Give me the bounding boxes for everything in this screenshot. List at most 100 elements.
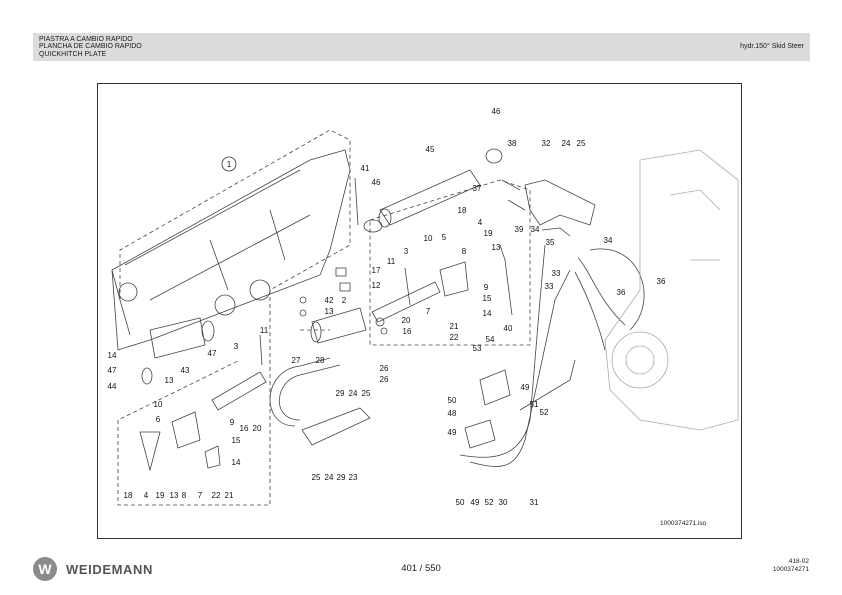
callout-42: 42 <box>325 296 334 305</box>
callout-13: 13 <box>325 307 334 316</box>
callout-28: 28 <box>316 356 325 365</box>
callout-4: 4 <box>144 491 149 500</box>
callout-22: 22 <box>212 491 221 500</box>
callout-31: 31 <box>530 498 539 507</box>
callout-45: 45 <box>426 145 435 154</box>
callout-47: 47 <box>208 349 217 358</box>
callout-26: 26 <box>380 364 389 373</box>
callout-8: 8 <box>462 247 467 256</box>
callout-14: 14 <box>483 309 492 318</box>
callout-4: 4 <box>478 218 483 227</box>
title-spanish: PLANCHA DE CAMBIO RAPIDO <box>39 43 142 51</box>
callout-49: 49 <box>471 498 480 507</box>
document-number: 1000374271 <box>772 566 809 573</box>
page-number: 401 / 550 <box>401 563 441 574</box>
callout-10: 10 <box>154 400 163 409</box>
callout-8: 8 <box>182 491 187 500</box>
callout-7: 7 <box>426 307 431 316</box>
callout-15: 15 <box>483 294 492 303</box>
callout-24: 24 <box>562 139 571 148</box>
callout-26: 26 <box>380 375 389 384</box>
callout-2: 2 <box>342 296 347 305</box>
callout-43: 43 <box>181 366 190 375</box>
callout-20: 20 <box>402 316 411 325</box>
brand-name: WEIDEMANN <box>66 561 154 577</box>
callout-53: 53 <box>473 344 482 353</box>
callout-49: 49 <box>521 383 530 392</box>
callout-19: 19 <box>484 229 493 238</box>
callout-14: 14 <box>232 458 241 467</box>
callout-18: 18 <box>458 206 467 215</box>
callout-46: 46 <box>492 107 501 116</box>
callout-36: 36 <box>617 288 626 297</box>
callout-6: 6 <box>156 415 161 424</box>
callout-13: 13 <box>165 376 174 385</box>
footer-reference: 418-02 1000374271 <box>773 558 809 574</box>
title-italian: PIASTRA A CAMBIO RAPIDO <box>39 36 133 43</box>
callout-47: 47 <box>108 366 117 375</box>
drawing-image-id: 1000374271.iso <box>660 520 707 527</box>
callout-34: 34 <box>531 225 540 234</box>
callout-37: 37 <box>473 184 482 193</box>
callout-40: 40 <box>504 324 513 333</box>
page-header: PIASTRA A CAMBIO RAPIDO PLANCHA DE CAMBI… <box>33 33 810 61</box>
callout-22: 22 <box>450 333 459 342</box>
machine-model: hydr.150° Skid Steer <box>740 43 804 50</box>
callout-7: 7 <box>198 491 203 500</box>
callout-50: 50 <box>448 396 457 405</box>
callout-18: 18 <box>124 491 133 500</box>
header-titles: PIASTRA A CAMBIO RAPIDO PLANCHA DE CAMBI… <box>39 36 142 58</box>
callout-13: 13 <box>170 491 179 500</box>
callout-50: 50 <box>456 498 465 507</box>
callout-5: 5 <box>442 233 447 242</box>
callout-10: 10 <box>424 234 433 243</box>
callout-33: 33 <box>552 269 561 278</box>
callout-23: 23 <box>349 473 358 482</box>
callout-19: 19 <box>156 491 165 500</box>
callout-11: 11 <box>387 257 396 266</box>
callout-38: 38 <box>508 139 517 148</box>
callout-21: 21 <box>225 491 234 500</box>
callout-52: 52 <box>540 408 549 417</box>
callout-14: 14 <box>108 351 117 360</box>
callout-36: 36 <box>657 277 666 286</box>
callout-9: 9 <box>230 418 235 427</box>
callout-24: 24 <box>325 473 334 482</box>
callout-1: 1 <box>227 160 232 169</box>
callout-16: 16 <box>240 424 249 433</box>
callout-24: 24 <box>349 389 358 398</box>
section-code: 418-02 <box>788 558 809 565</box>
callout-15: 15 <box>232 436 241 445</box>
callout-54: 54 <box>486 335 495 344</box>
callout-21: 21 <box>450 322 459 331</box>
callout-52: 52 <box>485 498 494 507</box>
callout-16: 16 <box>403 327 412 336</box>
callout-29: 29 <box>336 389 345 398</box>
callout-25: 25 <box>312 473 321 482</box>
title-english: QUICKHITCH PLATE <box>39 50 107 58</box>
callout-12: 12 <box>372 281 381 290</box>
exploded-drawing-frame <box>97 83 742 539</box>
weidemann-logo-icon: W <box>33 557 57 581</box>
callout-11: 11 <box>260 326 269 335</box>
callout-29: 29 <box>337 473 346 482</box>
callout-33: 33 <box>545 282 554 291</box>
callout-27: 27 <box>292 356 301 365</box>
callout-44: 44 <box>108 382 117 391</box>
callout-17: 17 <box>372 266 381 275</box>
callout-3: 3 <box>404 247 409 256</box>
callout-51: 51 <box>530 400 539 409</box>
callout-9: 9 <box>484 283 489 292</box>
callout-32: 32 <box>542 139 551 148</box>
callout-3: 3 <box>234 342 239 351</box>
callout-20: 20 <box>253 424 262 433</box>
callout-35: 35 <box>546 238 555 247</box>
callout-25: 25 <box>577 139 586 148</box>
callout-13: 13 <box>492 243 501 252</box>
callout-39: 39 <box>515 225 524 234</box>
callout-41: 41 <box>361 164 370 173</box>
callout-30: 30 <box>499 498 508 507</box>
callout-49: 49 <box>448 428 457 437</box>
callout-25: 25 <box>362 389 371 398</box>
